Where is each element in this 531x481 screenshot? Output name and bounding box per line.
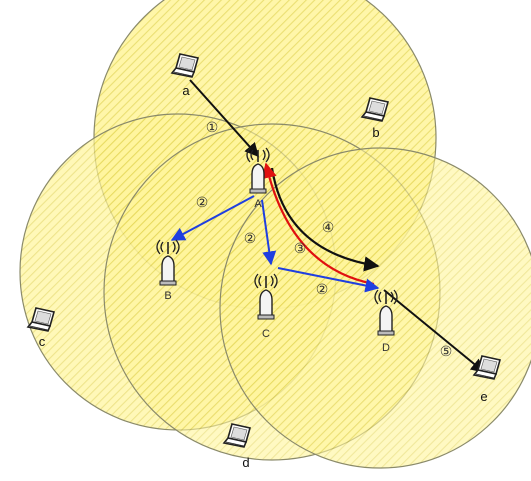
laptop-b: b [361, 97, 389, 140]
laptop-label-d: d [242, 455, 249, 470]
step-2-to-B: ② [196, 194, 209, 210]
arrow-A-to-B [170, 195, 255, 241]
access-point-D: D [374, 289, 398, 354]
arrow-a-to-A [189, 79, 259, 158]
step-1: ① [206, 119, 219, 135]
access-point-C: C [254, 273, 278, 340]
ap-label-D: D [382, 342, 390, 354]
black-arrows [189, 79, 486, 373]
laptop-label-e: e [480, 389, 487, 404]
step-markers: ① ② ② ② ③ ④ ⑤ [196, 119, 453, 359]
step-3: ③ [294, 240, 307, 256]
blue-arrows [170, 195, 380, 293]
laptop-c: c [27, 307, 55, 349]
step-2-to-C: ② [244, 230, 257, 246]
access-point-A: A [246, 147, 270, 210]
step-4: ④ [322, 219, 335, 235]
ap-label-B: B [164, 290, 171, 302]
arrow-D-to-A-red [261, 162, 375, 286]
ap-label-C: C [262, 328, 270, 340]
laptop-d: d [223, 423, 251, 470]
laptop-label-c: c [39, 334, 46, 349]
laptop-e: e [473, 355, 501, 404]
arrow-D-to-e [383, 289, 486, 373]
laptop-a: a [171, 53, 199, 98]
arrow-C-to-D [277, 267, 380, 293]
ap-label-A: A [254, 198, 262, 210]
access-point-B: B [156, 239, 180, 302]
laptop-label-a: a [182, 83, 190, 98]
step-5: ⑤ [440, 343, 453, 359]
laptop-label-b: b [372, 125, 379, 140]
coverage-areas [19, 0, 531, 469]
arrow-A-to-C [261, 199, 277, 266]
arrow-A-to-D [270, 167, 380, 272]
step-2-to-D: ② [316, 281, 329, 297]
